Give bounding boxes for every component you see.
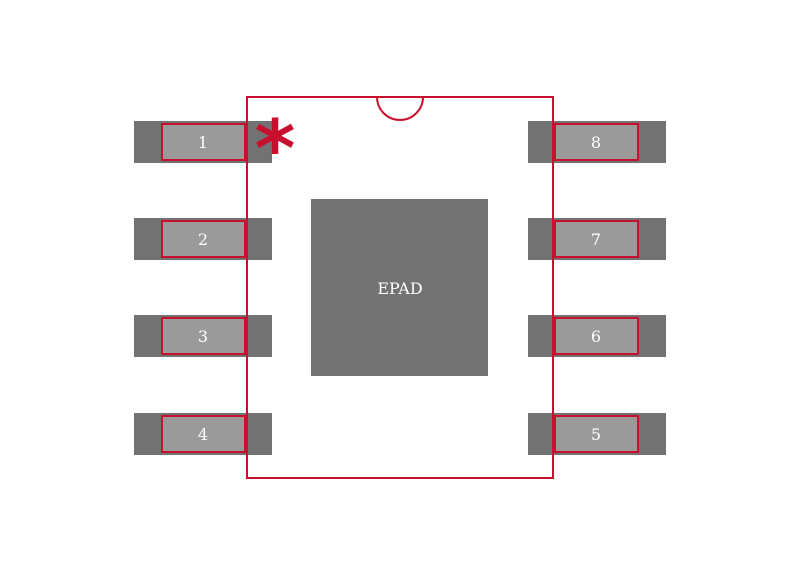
pad-label-7: 7 [591, 230, 601, 249]
pad-5: 5 [554, 415, 639, 453]
package-outline [246, 96, 554, 479]
pad-8: 8 [554, 123, 639, 161]
pad-label-5: 5 [591, 425, 601, 444]
pad-7: 7 [554, 220, 639, 258]
pad-label-2: 2 [198, 230, 208, 249]
pad-label-3: 3 [198, 327, 208, 346]
pad-label-4: 4 [198, 425, 208, 444]
pads-left: 1 2 3 4 [161, 123, 246, 453]
pad-6: 6 [554, 317, 639, 355]
pad-4: 4 [161, 415, 246, 453]
pad-2: 2 [161, 220, 246, 258]
pad-label-1: 1 [198, 133, 208, 152]
epad-label: EPAD [377, 279, 422, 298]
pads-right: 8 7 6 5 [554, 123, 639, 453]
pad-label-6: 6 [591, 327, 601, 346]
epad [311, 199, 488, 376]
body-outline [246, 96, 554, 479]
pad-1: 1 [161, 123, 246, 161]
pin1-marker-icon: * [255, 105, 296, 195]
pad-label-8: 8 [591, 133, 601, 152]
orientation-notch [376, 96, 424, 121]
pad-3: 3 [161, 317, 246, 355]
